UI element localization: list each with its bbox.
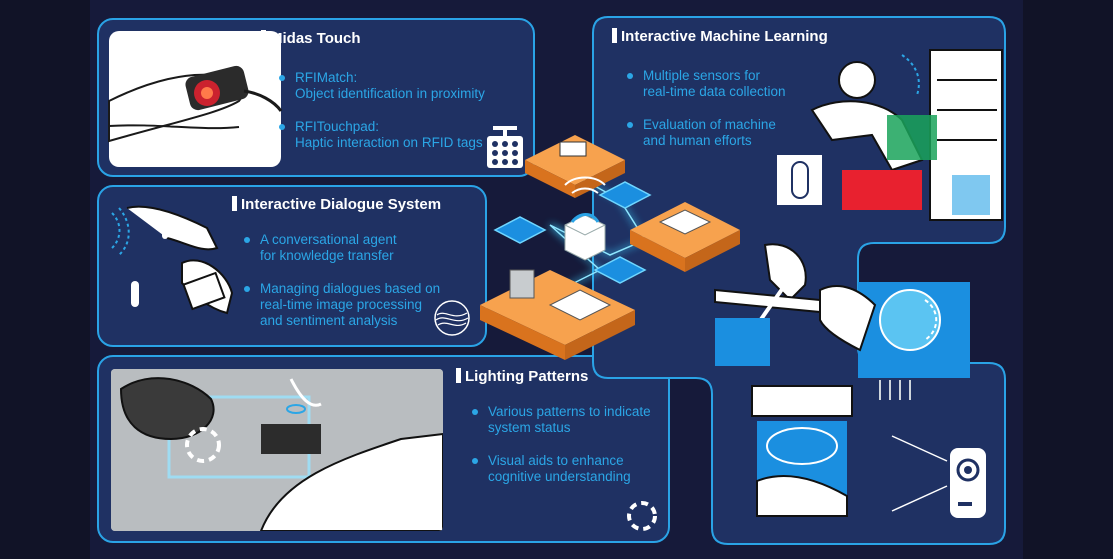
midas-bullet-rfitouchpad: RFITouchpad: Haptic interaction on RFID … [277, 119, 485, 151]
platform-top [525, 135, 625, 198]
lighting-drawing [111, 369, 443, 531]
iml-bullet-evaluation: Evaluation of machine and human efforts [625, 117, 786, 149]
wave-mesh-icon [434, 300, 470, 336]
iml-camera-illustration [751, 385, 986, 518]
dialogue-bullet-managing: Managing dialogues based on real-time im… [242, 281, 440, 329]
midas-touch-bullets: RFIMatch: Object identification in proxi… [277, 70, 485, 168]
central-hub-diagram [480, 135, 740, 360]
lighting-bullets: Various patterns to indicate system stat… [470, 404, 651, 502]
finger-ring-illustration [108, 31, 283, 167]
dialogue-bullets: A conversational agent for knowledge tra… [242, 232, 440, 346]
dialogue-hand-illustration [111, 205, 234, 315]
left-margin [0, 0, 90, 559]
platform-bottom [480, 269, 635, 360]
finger-ring-drawing [108, 65, 283, 143]
dashed-circle-icon [627, 501, 657, 531]
midas-touch-panel: Midas Touch RFIMatch: Object identificat… [97, 18, 535, 177]
lighting-bullet-visual-aids: Visual aids to enhance cognitive underst… [470, 453, 651, 485]
right-margin [1023, 0, 1113, 559]
lighting-bullet-patterns: Various patterns to indicate system stat… [470, 404, 651, 436]
center-server [564, 176, 606, 261]
midas-touch-title: Midas Touch [261, 30, 361, 47]
iml-worker-illustration [777, 49, 1003, 221]
tile-lower [593, 256, 647, 284]
tile-left [493, 216, 547, 244]
rfid-touchpad-icon [487, 126, 523, 168]
interactive-dialogue-panel: Interactive Dialogue System A conversati… [97, 185, 487, 347]
dialogue-bullet-agent: A conversational agent for knowledge tra… [242, 232, 440, 264]
iml-bullets: Multiple sensors for real-time data coll… [625, 68, 786, 166]
iml-fan-illustration [714, 243, 970, 400]
tile-upper [598, 181, 652, 209]
midas-bullet-rfimatch: RFIMatch: Object identification in proxi… [277, 70, 485, 102]
platform-right [630, 202, 740, 272]
iml-bullet-sensors: Multiple sensors for real-time data coll… [625, 68, 786, 100]
interactive-dialogue-title: Interactive Dialogue System [232, 196, 441, 213]
iml-title: Interactive Machine Learning [612, 28, 828, 45]
lighting-illustration [111, 369, 443, 531]
lighting-patterns-panel: Lighting Patterns Various patterns to in… [97, 355, 670, 543]
lighting-patterns-title: Lighting Patterns [456, 368, 588, 385]
